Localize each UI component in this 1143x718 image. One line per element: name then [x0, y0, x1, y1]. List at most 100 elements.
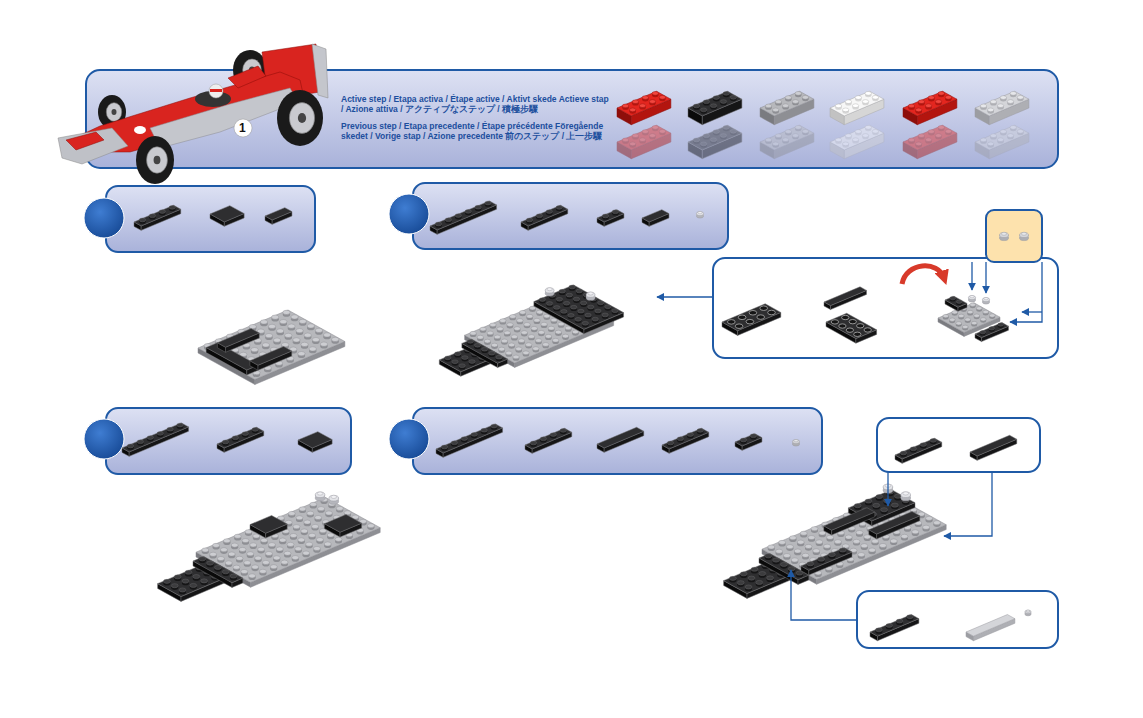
active-step-brick-part — [845, 100, 851, 104]
previous-step-brick — [975, 125, 1029, 158]
plate-piece-part — [943, 314, 949, 317]
previous-step-brick-part — [855, 130, 861, 134]
plate-piece-part — [298, 538, 305, 542]
plate-piece-part — [687, 433, 693, 437]
plate-piece-part — [139, 218, 145, 222]
plate-piece-part — [956, 322, 962, 325]
plate-piece-part — [268, 324, 275, 328]
plate-piece-part — [602, 313, 608, 317]
plate-piece-part — [163, 579, 170, 583]
plate-piece-part — [737, 581, 744, 585]
plate-piece-part — [545, 334, 551, 338]
step-model — [724, 484, 947, 598]
race-car-picture-part — [209, 84, 223, 98]
tile-piece — [642, 210, 669, 227]
plate-piece-part — [304, 333, 311, 337]
plate-piece — [735, 434, 762, 451]
previous-step-brick-part — [713, 130, 719, 134]
active-step-brick-part — [1017, 95, 1023, 99]
plate-piece-part — [534, 318, 540, 322]
previous-step-brick-part — [903, 125, 957, 150]
plate-piece-part — [207, 561, 214, 565]
plate-piece-part — [891, 503, 898, 507]
plate-piece-part — [568, 314, 574, 318]
plate-piece-part — [853, 539, 860, 543]
active-step-brick-part — [700, 108, 706, 112]
active-step-brick-part — [622, 104, 628, 108]
plate-piece — [430, 201, 497, 234]
plate-piece-part — [202, 548, 209, 552]
plate-piece-part — [748, 576, 755, 580]
previous-step-brick-part — [845, 134, 851, 138]
plate-piece-part — [273, 338, 280, 342]
active-step-brick-part — [723, 92, 729, 96]
plate-piece-part — [244, 561, 251, 565]
tile-piece-part — [854, 332, 861, 336]
plate-piece-part — [890, 539, 897, 543]
previous-step-brick-part — [785, 130, 791, 134]
plate-piece-part — [724, 558, 801, 594]
plate-piece-part — [524, 323, 530, 327]
tile-piece — [824, 508, 875, 535]
previous-step-brick-part — [1000, 130, 1006, 134]
active-step-brick-part — [785, 96, 791, 100]
previous-step-brick-part — [925, 138, 931, 142]
plate-piece-part — [559, 289, 565, 293]
active-step-brick-part — [693, 104, 699, 108]
plate-piece-part — [276, 547, 283, 551]
plate-piece-part — [222, 570, 229, 574]
previous-step-brick-part — [842, 142, 848, 146]
previous-step-brick-part — [720, 134, 726, 138]
tile-piece-part — [842, 315, 849, 319]
plate-piece-part — [259, 569, 266, 573]
plate-piece-part — [207, 561, 214, 565]
plate-piece-part — [325, 511, 332, 515]
previous-step-brick — [688, 125, 742, 158]
active-step-brick-part — [782, 104, 788, 108]
plate-piece-part — [465, 210, 471, 214]
plate-piece-part — [729, 576, 736, 580]
plate-piece-part — [489, 351, 495, 355]
active-step-brick-part — [835, 104, 841, 108]
plate-piece-part — [262, 560, 269, 564]
car-wheel-part — [298, 113, 306, 123]
plate-piece — [462, 339, 508, 367]
active-step-brick-part — [925, 104, 931, 108]
previous-step-brick-part — [935, 134, 941, 138]
plate-piece-part — [367, 524, 374, 528]
plate-piece-part — [315, 515, 322, 519]
step-model — [439, 285, 623, 376]
previous-step-brick-part — [865, 126, 871, 130]
plate-piece-part — [445, 218, 451, 222]
plate-piece-part — [193, 561, 232, 587]
plate-piece-part — [312, 524, 319, 528]
car-wheel-part — [111, 109, 116, 115]
plate-piece-part — [301, 342, 308, 346]
plate-piece-part — [234, 534, 241, 538]
previous-step-brick-part — [862, 134, 868, 138]
plate-piece-part — [516, 347, 522, 351]
plate-piece — [801, 548, 852, 575]
tile-piece-part — [831, 320, 838, 324]
previous-step-brick-part — [710, 138, 716, 142]
plate-piece-part — [528, 335, 534, 339]
plate-piece-part — [776, 549, 783, 553]
active-step-brick-part — [862, 100, 868, 104]
active-step-brick-part — [730, 95, 736, 99]
round-plate-piece — [329, 495, 339, 504]
plate-piece-part — [501, 339, 507, 343]
plate-piece-part — [481, 347, 487, 351]
previous-step-brick-part — [945, 129, 951, 133]
plate-piece-part — [842, 544, 849, 548]
plate-piece-part — [765, 554, 772, 558]
round-plate-piece-part — [696, 212, 703, 216]
plate-piece-part — [225, 561, 232, 565]
previous-step-brick — [617, 125, 671, 158]
previous-step-brick-part — [760, 125, 814, 150]
tile-piece — [217, 329, 259, 353]
plate-piece-part — [808, 536, 815, 540]
plate-piece-part — [949, 318, 955, 321]
plate-piece-part — [499, 347, 505, 351]
plate-piece-part — [491, 343, 497, 347]
round-plate-piece — [696, 211, 703, 218]
